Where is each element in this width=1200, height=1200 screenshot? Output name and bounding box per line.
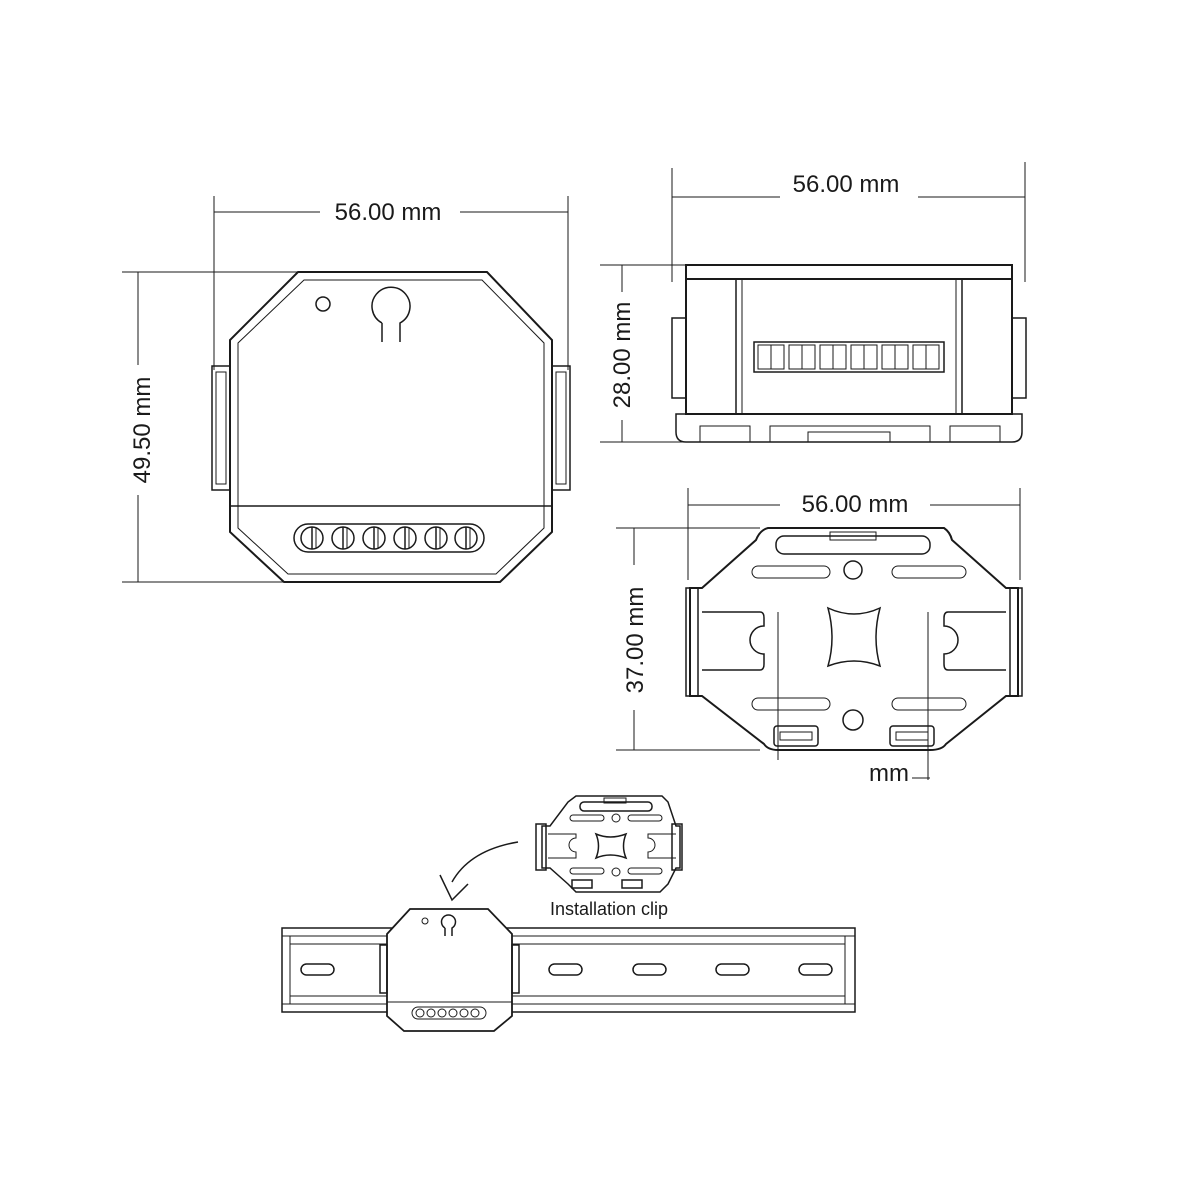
side-view: 56.00 mm 28.00 mm: [600, 162, 1027, 443]
side-base: [675, 413, 1023, 443]
side-terminals: [757, 344, 940, 370]
module-on-rail: [379, 908, 520, 1032]
bottom-width-label: 56.00 mm: [802, 491, 909, 518]
side-width-label: 56.00 mm: [793, 171, 900, 198]
bottom-view: 56.00 mm 37.00 mm mm: [616, 488, 1023, 787]
side-lid: [685, 264, 1013, 280]
bottom-unit-label: mm: [869, 760, 909, 787]
installation-view: Installation clip: [281, 795, 856, 1032]
installation-clip: [535, 795, 683, 893]
side-body: [685, 278, 1013, 415]
installation-clip-label: Installation clip: [550, 899, 668, 919]
clip-outline: [689, 527, 1019, 751]
front-view: 56.00 mm 49.50 mm: [122, 196, 571, 583]
button-key-icon: [371, 286, 411, 342]
side-height-label: 28.00 mm: [609, 302, 636, 409]
arrow-icon: [439, 841, 519, 902]
front-body-outline: [229, 271, 553, 583]
terminal-screws: [300, 526, 478, 550]
din-rail: [281, 927, 856, 1013]
side-terminal-window: [753, 341, 945, 373]
front-width-label: 56.00 mm: [335, 199, 442, 226]
front-height-label: 49.50 mm: [129, 377, 156, 484]
bottom-height-label: 37.00 mm: [622, 587, 649, 694]
led-indicator: [315, 296, 331, 312]
terminal-block: [293, 523, 485, 553]
